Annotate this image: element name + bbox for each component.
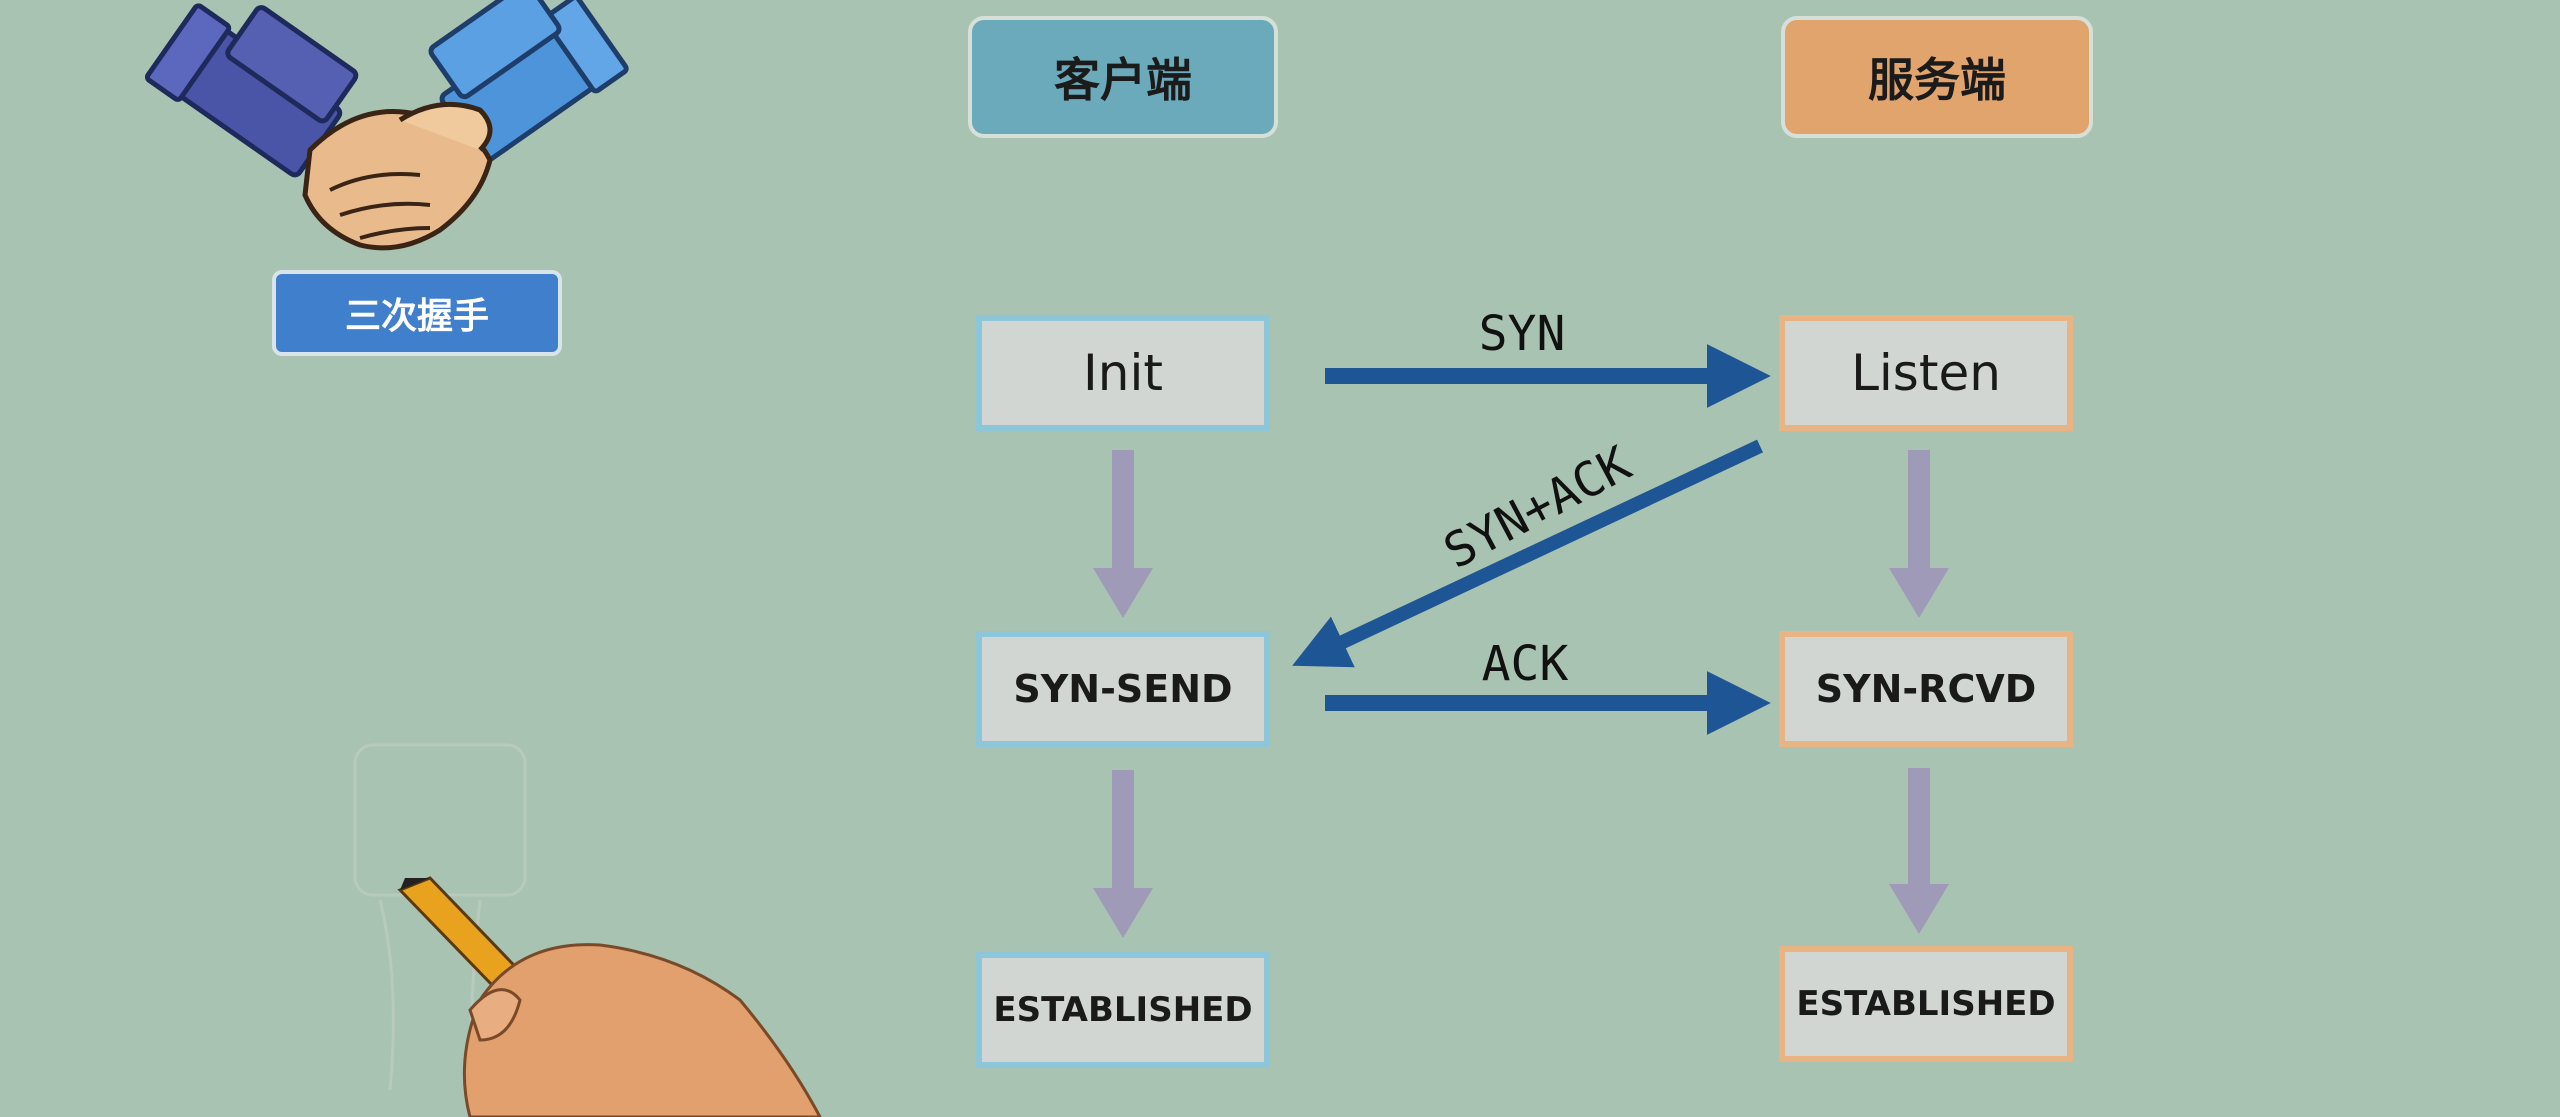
syn-label: SYN: [1479, 306, 1566, 362]
server-state-arrow-1: [1889, 450, 1949, 618]
three-way-handshake-badge: 三次握手: [272, 270, 562, 356]
hand-pencil-icon: [397, 876, 822, 1117]
client-state-init: Init: [976, 315, 1270, 431]
server-header: 服务端: [1781, 16, 2093, 138]
syn-ack-label: SYN+ACK: [1435, 436, 1640, 580]
server-state-arrow-2: [1889, 768, 1949, 934]
ack-label: ACK: [1482, 636, 1569, 692]
server-state-established: ESTABLISHED: [1779, 946, 2073, 1062]
client-state-arrow-1: [1093, 450, 1153, 618]
client-state-arrow-2: [1093, 770, 1153, 938]
handshake-icon: [144, 0, 629, 251]
client-state-established: ESTABLISHED: [976, 952, 1270, 1068]
server-state-syn-rcvd: SYN-RCVD: [1779, 631, 2073, 747]
client-header: 客户端: [968, 16, 1278, 138]
client-state-syn-send: SYN-SEND: [976, 631, 1270, 747]
syn-ack-arrow: [1292, 439, 1763, 668]
server-state-listen: Listen: [1779, 315, 2073, 431]
